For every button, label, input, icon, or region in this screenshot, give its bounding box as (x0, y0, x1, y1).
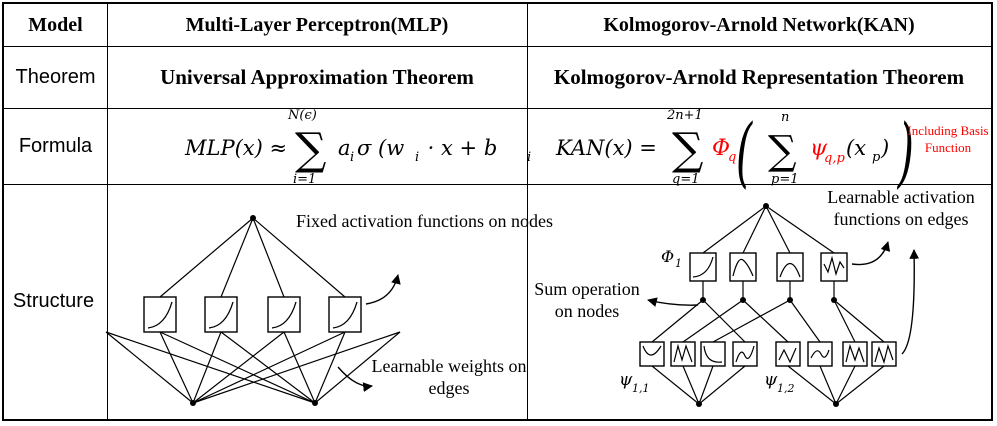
mlp-w-sub: i (415, 150, 419, 165)
kan-psi-activation (775, 341, 801, 367)
row-label-theorem: Theorem (15, 65, 96, 88)
kan-psi-activation (842, 341, 868, 367)
kan-phi-activation (729, 252, 757, 282)
kan-learnable-activation-label: Learnable activation functions on edges (827, 187, 975, 229)
summation-symbol: ∑ (672, 124, 703, 175)
mlp-formula-lhs: MLP(x) ≈ (184, 136, 287, 160)
psi-11-sub: 1,1 (632, 382, 650, 395)
row-divider (4, 108, 991, 109)
kan-psi-activation (807, 341, 833, 367)
mlp-sigma: σ (w (357, 136, 404, 160)
kan-input-node (696, 401, 702, 407)
comparison-table: Model Multi-Layer Perceptron(MLP) Kolmog… (2, 2, 993, 421)
mlp-b-sub: i (527, 150, 531, 165)
right-big-paren: ) (896, 109, 914, 197)
mlp-sum-lower: i=1 (293, 172, 316, 187)
learnable-activation-arrow (851, 241, 891, 266)
mlp-mid: · x + b (421, 136, 497, 160)
learnable-activation-arrow (901, 249, 920, 355)
left-big-paren: ( (736, 109, 753, 197)
mlp-theorem: Universal Approximation Theorem (160, 64, 474, 89)
basis-function-note: Including Basis Function (907, 123, 989, 155)
kan-sum-operation-label: Sum operation on nodes (534, 279, 640, 321)
mlp-activation-node (204, 296, 238, 333)
row-divider (4, 184, 991, 185)
kan-sum-upper: 2n+1 (666, 108, 703, 123)
kan-output-node (763, 203, 769, 209)
kan-sum-node (740, 297, 746, 303)
kan-arg-close: ) (880, 136, 889, 160)
row-divider (4, 46, 991, 47)
mlp-input-node (190, 400, 196, 406)
mlp-term-a: a (338, 136, 351, 160)
mlp-fixed-activation-label: Fixed activation functions on nodes (296, 211, 553, 231)
column-divider (527, 4, 528, 419)
kan-sum-node (787, 297, 793, 303)
column-divider (107, 4, 108, 419)
kan-inner-lower: p=1 (771, 172, 799, 187)
header-model: Model (28, 13, 83, 36)
kan-sum-node (700, 297, 706, 303)
kan-sum-node (831, 297, 837, 303)
kan-inner-upper: n (781, 110, 789, 125)
phi-1-sub: 1 (675, 257, 682, 270)
kan-formula-lhs: KAN(x) = (555, 136, 657, 160)
mlp-output-node (250, 215, 256, 221)
mlp-learnable-weights-label: Learnable weights on edges (371, 356, 527, 398)
kan-psi-activation (732, 341, 758, 367)
kan-sum-lower: q=1 (672, 172, 700, 187)
mlp-activation-node (267, 296, 301, 333)
mlp-input-node (312, 400, 318, 406)
kan-phi-activation (776, 252, 804, 282)
kan-psi-activation (871, 341, 897, 367)
mlp-activation-node (328, 296, 362, 333)
kan-psi-sub: q,p (824, 151, 845, 166)
phi-1-label: Φ (661, 247, 674, 266)
kan-arg-sub: p (872, 150, 881, 165)
inner-summation-symbol: ∑ (768, 128, 797, 174)
summation-symbol: ∑ (295, 124, 326, 175)
mlp-term-a-sub: i (350, 150, 354, 165)
sum-operation-arrow (647, 297, 699, 307)
psi-12-sub: 1,2 (777, 382, 795, 395)
kan-arg: (x (846, 136, 866, 160)
mlp-activation-node (143, 296, 177, 333)
kan-psi: ψ (810, 136, 828, 161)
kan-phi-activation (689, 252, 717, 282)
header-kan: Kolmogorov-Arnold Network(KAN) (603, 13, 915, 36)
row-label-structure: Structure (12, 290, 95, 312)
header-mlp: Multi-Layer Perceptron(MLP) (185, 13, 449, 36)
mlp-sum-upper: N(ϵ) (287, 108, 317, 123)
row-label-formula: Formula (18, 134, 93, 157)
kan-theorem: Kolmogorov-Arnold Representation Theorem (553, 64, 965, 89)
kan-phi-sub: q (728, 150, 736, 165)
kan-psi-activation (639, 341, 665, 367)
kan-psi-activation (670, 341, 696, 367)
fixed-activation-arrow (365, 274, 401, 305)
psi-12-label: ψ (764, 370, 778, 390)
kan-phi: Φ (712, 136, 730, 161)
psi-11-label: ψ (619, 370, 633, 390)
weights-arrow (337, 366, 373, 392)
kan-input-node (833, 401, 839, 407)
